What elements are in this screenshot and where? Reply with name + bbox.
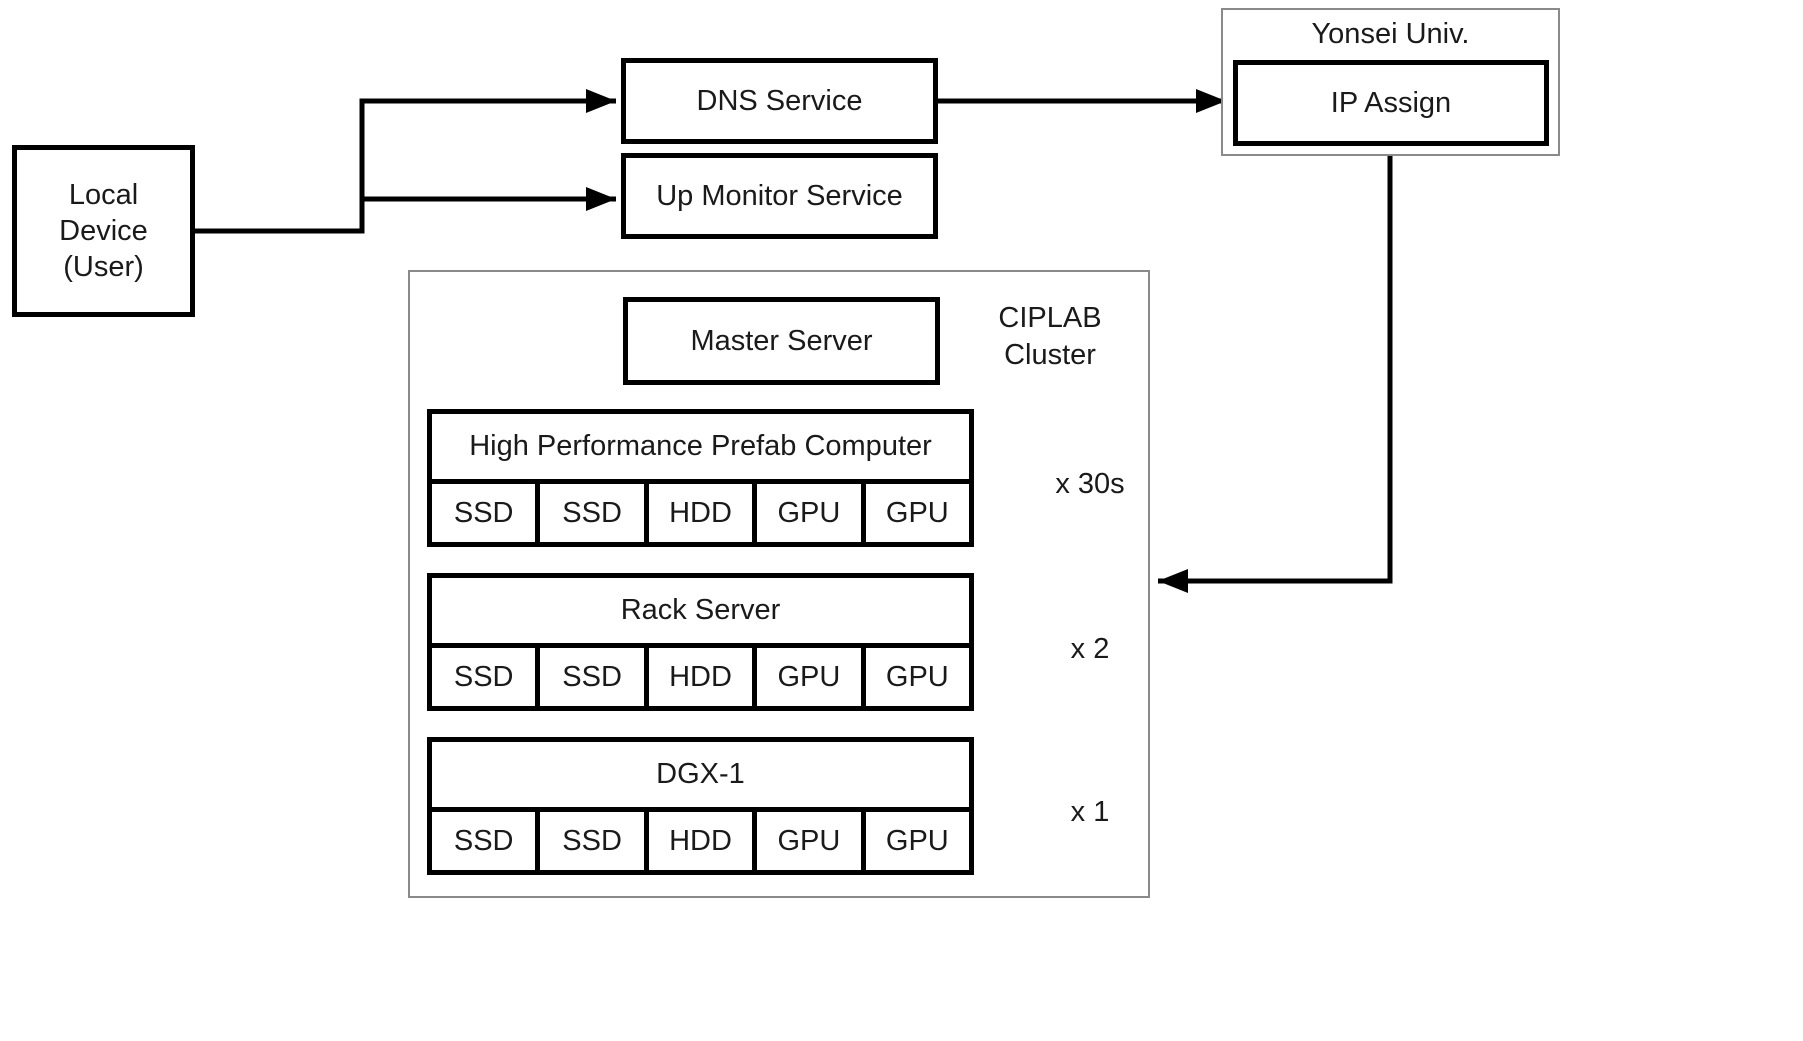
arrow-local-device-to-dns [195, 89, 616, 234]
component-cell: SSD [535, 807, 649, 875]
ciplab-cluster-container: CIPLAB Cluster Master Server High Perfor… [408, 270, 1150, 898]
component-cell: HDD [643, 479, 758, 547]
component-cell: GPU [752, 807, 866, 875]
up-monitor-service-label: Up Monitor Service [656, 179, 903, 212]
ciplab-cluster-title: CIPLAB Cluster [998, 302, 1102, 371]
server-group-rack: Rack Server SSD SSD HDD GPU GPU [427, 573, 975, 711]
yonsei-univ-container: Yonsei Univ. IP Assign [1221, 8, 1560, 156]
server-group-rack-components: SSD SSD HDD GPU GPU [427, 643, 975, 711]
component-cell: HDD [643, 807, 758, 875]
server-group-prefab-title: High Performance Prefab Computer [427, 409, 974, 484]
yonsei-univ-title: Yonsei Univ. [1311, 18, 1470, 50]
count-label-dgx1: x 1 [1070, 796, 1110, 828]
component-cell: HDD [643, 643, 758, 711]
arrow-ip-assign-to-cluster [1158, 145, 1393, 593]
count-label-rack: x 2 [1070, 633, 1110, 665]
component-cell: GPU [752, 479, 866, 547]
up-monitor-service-box: Up Monitor Service [621, 153, 938, 239]
component-cell: GPU [860, 479, 975, 547]
ip-assign-box: IP Assign [1233, 60, 1549, 146]
ip-assign-label: IP Assign [1330, 86, 1452, 119]
server-group-dgx1-components: SSD SSD HDD GPU GPU [427, 807, 975, 875]
component-cell: SSD [427, 807, 541, 875]
server-group-rack-title: Rack Server [427, 573, 974, 648]
server-group-prefab-components: SSD SSD HDD GPU GPU [427, 479, 975, 547]
master-server-box: Master Server [623, 297, 940, 385]
server-group-prefab: High Performance Prefab Computer SSD SSD… [427, 409, 975, 547]
component-cell: SSD [427, 479, 541, 547]
component-cell: GPU [860, 807, 975, 875]
component-cell: GPU [752, 643, 866, 711]
dns-service-box: DNS Service [621, 58, 938, 144]
dns-service-label: DNS Service [696, 84, 863, 117]
master-server-label: Master Server [690, 324, 873, 357]
component-cell: SSD [535, 643, 649, 711]
server-group-dgx1-title: DGX-1 [427, 737, 974, 812]
component-cell: SSD [427, 643, 541, 711]
local-device-label: Local Device (User) [59, 179, 148, 283]
component-cell: GPU [860, 643, 975, 711]
local-device-box: Local Device (User) [12, 145, 195, 317]
server-group-dgx1: DGX-1 SSD SSD HDD GPU GPU [427, 737, 975, 875]
component-cell: SSD [535, 479, 649, 547]
count-label-prefab: x 30s [1055, 468, 1125, 500]
